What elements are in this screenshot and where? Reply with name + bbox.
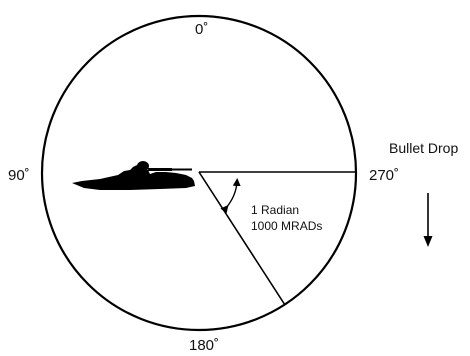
diagonal-radius-line — [198, 171, 286, 306]
curved-double-arrow-icon — [220, 178, 241, 214]
prone-shooter-silhouette-icon — [72, 161, 195, 190]
angle-label-right: 270˚ — [369, 167, 399, 184]
arrow-down-head — [423, 236, 433, 247]
bullet-drop-label: Bullet Drop — [389, 140, 458, 156]
angle-label-left: 90˚ — [8, 167, 30, 184]
angle-label-top: 0˚ — [195, 21, 208, 38]
radian-label: 1 Radian — [251, 203, 299, 217]
mrad-label: 1000 MRADs — [251, 219, 322, 233]
reticle-circle — [40, 14, 358, 332]
angle-label-bottom: 180˚ — [189, 337, 219, 354]
